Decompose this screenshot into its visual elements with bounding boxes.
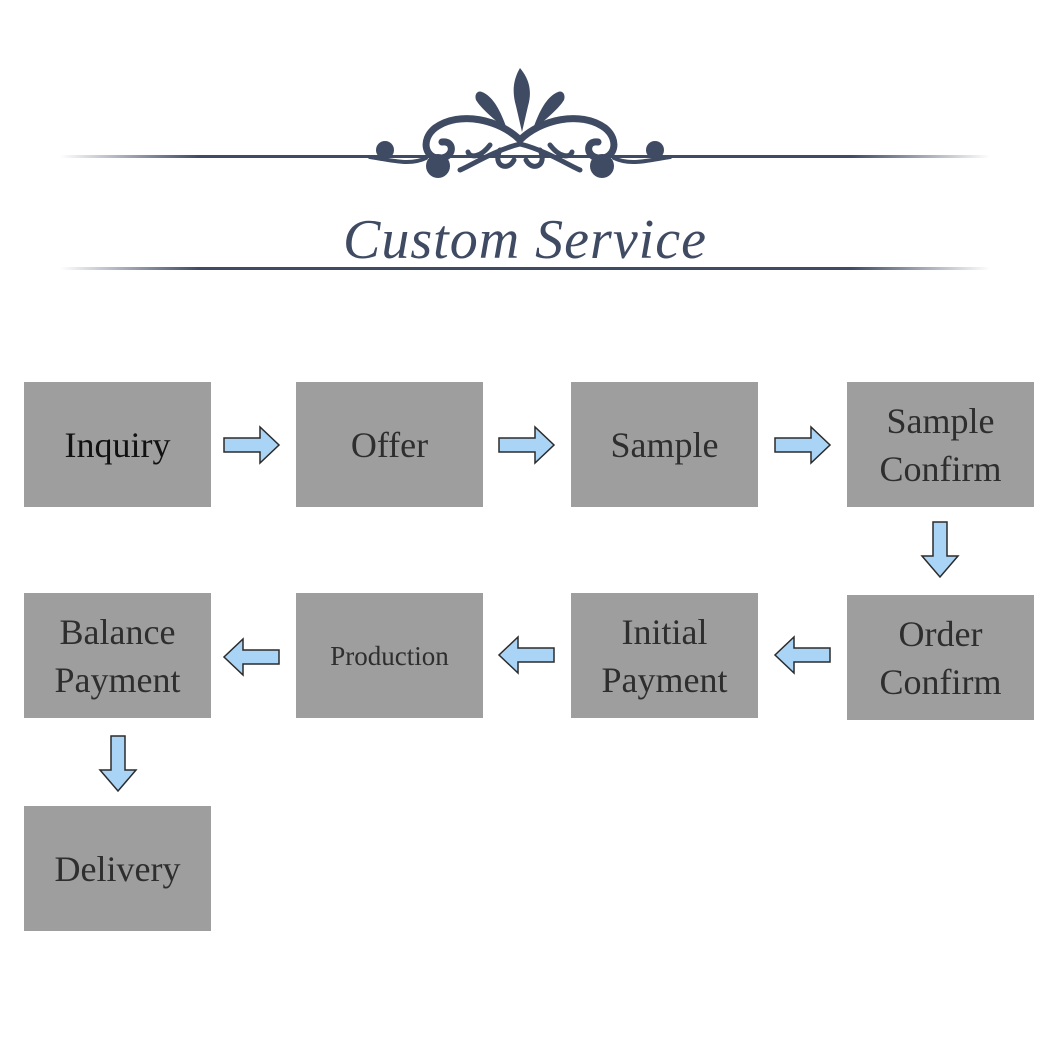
- step-inquiry: Inquiry: [24, 382, 211, 507]
- step-sample-confirm: Sample Confirm: [847, 382, 1034, 507]
- step-delivery: Delivery: [24, 806, 211, 931]
- arrow-right-icon: [774, 425, 832, 465]
- arrow-left-icon: [222, 637, 280, 677]
- scroll-flourish-icon: [60, 68, 990, 270]
- step-balance-payment: Balance Payment: [24, 593, 211, 718]
- arrow-right-icon: [223, 425, 281, 465]
- arrow-left-icon: [773, 635, 831, 675]
- step-offer: Offer: [296, 382, 483, 507]
- step-production: Production: [296, 593, 483, 718]
- step-sample: Sample: [571, 382, 758, 507]
- arrow-right-icon: [498, 425, 556, 465]
- step-order-confirm: Order Confirm: [847, 595, 1034, 720]
- step-initial-payment: Initial Payment: [571, 593, 758, 718]
- header-banner: Custom Service: [30, 40, 1000, 300]
- arrow-left-icon: [497, 635, 555, 675]
- page-title: Custom Service: [343, 209, 707, 271]
- arrow-down-icon: [920, 521, 960, 579]
- arrow-down-icon: [98, 735, 138, 793]
